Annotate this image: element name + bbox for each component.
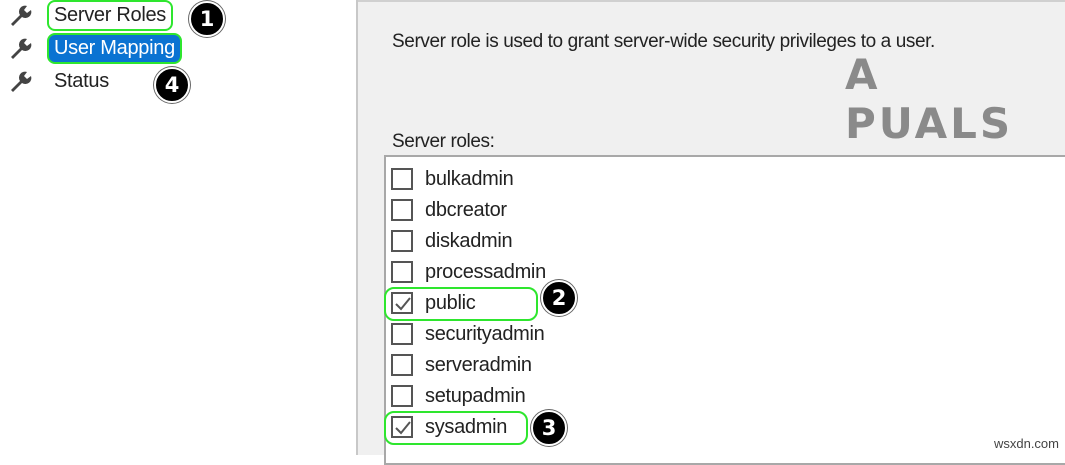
sidebar-item-status[interactable]: Status xyxy=(8,66,116,96)
role-checkbox[interactable] xyxy=(391,292,413,314)
wrench-icon xyxy=(11,71,32,92)
role-checkbox[interactable] xyxy=(391,323,413,345)
role-row-serveradmin[interactable]: serveradmin xyxy=(387,350,532,380)
annotation-badge-3: 3 xyxy=(531,410,567,446)
role-checkbox[interactable] xyxy=(391,168,413,190)
highlight-ring xyxy=(384,287,538,321)
sidebar-item-server-roles[interactable]: Server Roles xyxy=(8,0,173,31)
role-row-sysadmin[interactable]: sysadmin xyxy=(387,412,507,442)
role-row-dbcreator[interactable]: dbcreator xyxy=(387,195,507,225)
checkmark-icon xyxy=(395,297,411,311)
role-name: serveradmin xyxy=(425,353,532,376)
site-watermark: wsxdn.com xyxy=(993,436,1059,451)
role-name: dbcreator xyxy=(425,198,507,221)
description-text: Server role is used to grant server-wide… xyxy=(392,31,935,52)
wrench-icon xyxy=(11,38,32,59)
role-name: diskadmin xyxy=(425,229,513,252)
role-row-setupadmin[interactable]: setupadmin xyxy=(387,381,526,411)
role-row-diskadmin[interactable]: diskadmin xyxy=(387,226,513,256)
role-checkbox[interactable] xyxy=(391,416,413,438)
sidebar-item-user-mapping[interactable]: User Mapping xyxy=(8,32,182,64)
role-row-public[interactable]: public xyxy=(387,288,476,318)
role-checkbox[interactable] xyxy=(391,354,413,376)
role-row-processadmin[interactable]: processadmin xyxy=(387,257,546,287)
role-name: processadmin xyxy=(425,260,546,283)
role-checkbox[interactable] xyxy=(391,261,413,283)
highlight-ring xyxy=(384,411,528,445)
role-name: securityadmin xyxy=(425,322,545,345)
role-name: bulkadmin xyxy=(425,167,514,190)
sidebar-item-label: Status xyxy=(54,69,109,92)
role-row-securityadmin[interactable]: securityadmin xyxy=(387,319,545,349)
wrench-icon xyxy=(11,5,32,26)
annotation-badge-4: 4 xyxy=(154,67,190,103)
role-row-bulkadmin[interactable]: bulkadmin xyxy=(387,164,514,194)
sidebar-item-label: Server Roles xyxy=(47,0,173,31)
sidebar-item-label: User Mapping xyxy=(47,32,182,64)
annotation-badge-1: 1 xyxy=(189,1,225,37)
watermark-logo: A PUALS xyxy=(845,50,1014,148)
panel-divider xyxy=(356,0,358,455)
role-checkbox[interactable] xyxy=(391,385,413,407)
role-checkbox[interactable] xyxy=(391,230,413,252)
role-checkbox[interactable] xyxy=(391,199,413,221)
roles-label: Server roles: xyxy=(392,131,495,152)
role-name: sysadmin xyxy=(425,415,508,438)
role-name: public xyxy=(425,291,476,314)
annotation-badge-2: 2 xyxy=(541,280,577,316)
role-name: setupadmin xyxy=(425,384,526,407)
checkmark-icon xyxy=(395,421,411,435)
